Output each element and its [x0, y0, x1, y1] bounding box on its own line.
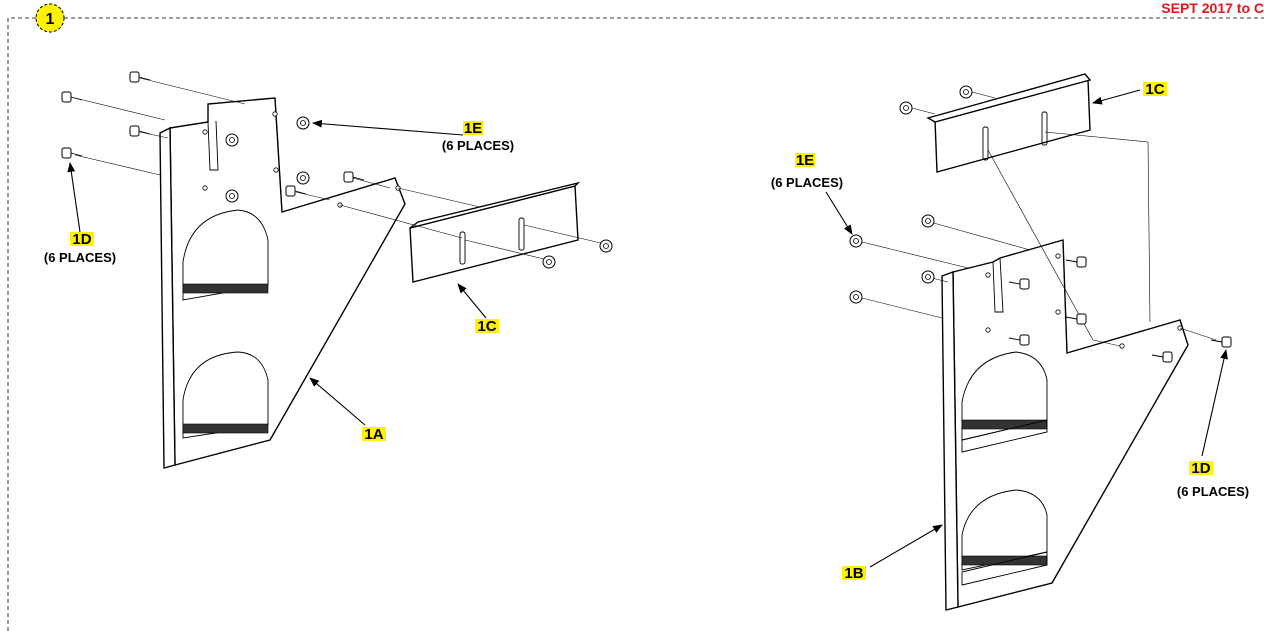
label-1E-right-places: (6 PLACES) [771, 175, 843, 190]
label-1E-left-places: (6 PLACES) [442, 138, 514, 153]
left-guide-lines [74, 77, 606, 261]
dashed-frame [7, 17, 1264, 631]
label-1A: 1A [364, 426, 383, 443]
leader-1C-right [1092, 89, 1141, 105]
leader-1A [309, 377, 366, 426]
label-1B: 1B [844, 565, 863, 582]
callout-number: 1 [46, 11, 55, 28]
bolts-1D-right [1008, 256, 1232, 363]
leader-1B [869, 524, 943, 568]
leader-1C-left [457, 283, 487, 319]
label-1D-left: 1D [72, 231, 91, 248]
bracket-1B [941, 239, 1189, 611]
bolts-1D-left [61, 71, 365, 197]
nuts-1E-left [225, 116, 613, 269]
label-1C-right: 1C [1145, 81, 1164, 98]
leader-1E-left [312, 119, 464, 136]
label-1D-right-places: (6 PLACES) [1177, 484, 1249, 499]
right-assembly: 1C 1E (6 PLACES) 1D (6 PLACES) 1B [771, 73, 1249, 611]
label-1E-left: 1E [464, 120, 482, 137]
plate-1C-left [409, 181, 581, 283]
nuts-1E-right [849, 85, 973, 304]
left-assembly: 1E (6 PLACES) 1D (6 PLACES) 1C 1A [44, 71, 613, 469]
label-1E-right: 1E [796, 152, 814, 169]
label-1D-left-places: (6 PLACES) [44, 250, 116, 265]
bracket-1A [159, 97, 406, 469]
right-guide-lines [861, 91, 1217, 347]
revision-note: SEPT 2017 to C [1161, 0, 1264, 16]
leader-1D-left [67, 162, 81, 233]
callout-badge: 1 [35, 3, 65, 33]
leader-1D-right [1201, 349, 1228, 457]
label-1D-right: 1D [1191, 460, 1210, 477]
plate-1C-right [926, 73, 1092, 173]
label-1C-left: 1C [477, 318, 496, 335]
leader-1E-right [825, 191, 853, 235]
